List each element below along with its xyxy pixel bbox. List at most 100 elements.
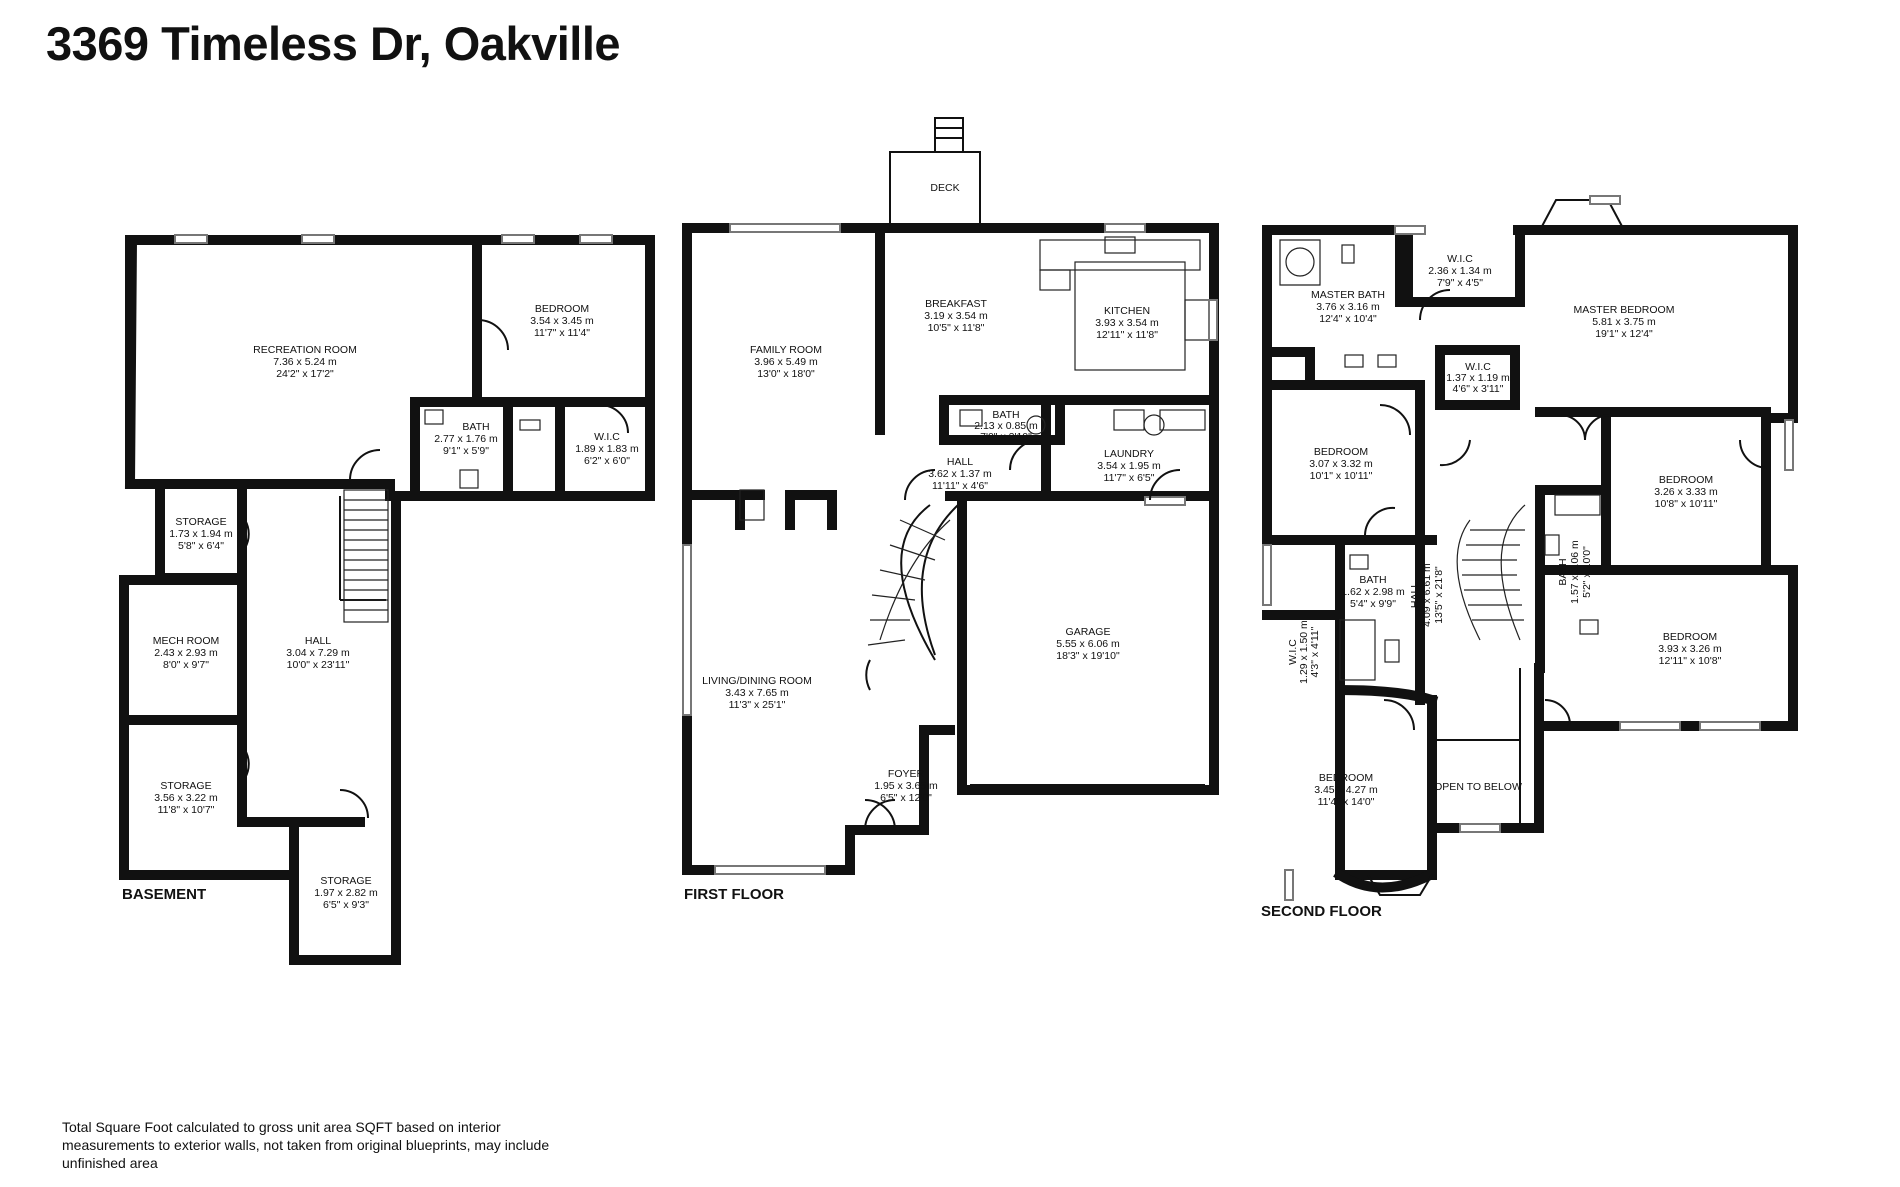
svg-text:12'11" x 11'8": 12'11" x 11'8" (1096, 329, 1158, 341)
svg-text:3.45 x 4.27 m: 3.45 x 4.27 m (1314, 784, 1378, 796)
room-size-m: 3.93 x 3.54 m (1095, 317, 1159, 329)
room-name: HALL (1409, 582, 1421, 608)
svg-text:3.19 x 3.54 m: 3.19 x 3.54 m (924, 310, 988, 322)
svg-text:STORAGE: STORAGE (175, 516, 226, 528)
room-name: BATH (462, 421, 489, 433)
svg-text:19'1" x 12'4": 19'1" x 12'4" (1595, 328, 1653, 340)
svg-text:7'9" x 4'5": 7'9" x 4'5" (1437, 277, 1483, 289)
room-size-m: 1.95 x 3.65 m (874, 780, 938, 792)
room-size-m: 2.77 x 1.76 m (434, 433, 498, 445)
svg-text:W.I.C: W.I.C (594, 431, 620, 443)
room-size-m: 3.07 x 3.32 m (1309, 458, 1373, 470)
room-size-m: 4.09 x 6.61 m (1421, 563, 1433, 627)
svg-text:2.43 x 2.93 m: 2.43 x 2.93 m (154, 647, 218, 659)
room-name: BATH (1557, 558, 1569, 585)
svg-text:9'1" x 5'9": 9'1" x 5'9" (443, 445, 489, 457)
svg-text:11'4" x 14'0": 11'4" x 14'0" (1318, 796, 1375, 808)
room-size-m: 3.62 x 1.37 m (928, 468, 992, 480)
room-name: W.I.C (594, 431, 620, 443)
svg-text:3.96 x 5.49 m: 3.96 x 5.49 m (754, 356, 818, 368)
room-size-ft: 18'3" x 19'10" (1056, 650, 1120, 662)
room-size-ft: 4'3" x 4'11" (1309, 626, 1321, 677)
room-name: BEDROOM (1663, 631, 1717, 643)
listing-title: 3369 Timeless Dr, Oakville (46, 17, 621, 70)
room-size-ft: 12'11" x 11'8" (1096, 329, 1158, 341)
svg-text:12'4" x 10'4": 12'4" x 10'4" (1319, 313, 1377, 325)
room-name: HALL (305, 635, 331, 647)
room-name: W.I.C (1287, 639, 1299, 665)
svg-text:2.77 x 1.76 m: 2.77 x 1.76 m (434, 433, 498, 445)
svg-text:MECH ROOM: MECH ROOM (153, 635, 220, 647)
room-size-ft: 5'8" x 6'4" (178, 540, 224, 552)
room-size-m: 3.04 x 7.29 m (286, 647, 350, 659)
svg-text:1.29 x 1.50 m: 1.29 x 1.50 m (1298, 620, 1310, 684)
svg-text:BREAKFAST: BREAKFAST (925, 298, 987, 310)
room-name: MECH ROOM (153, 635, 220, 647)
basement-plan: RECREATION ROOM 7.36 x 5.24 m 24'2" x 17… (119, 234, 655, 965)
svg-text:3.07 x 3.32 m: 3.07 x 3.32 m (1309, 458, 1373, 470)
svg-text:3.93 x 3.26 m: 3.93 x 3.26 m (1658, 643, 1722, 655)
svg-text:5'2" x 10'0": 5'2" x 10'0" (1581, 546, 1593, 598)
room-size-m: 3.96 x 5.49 m (754, 356, 818, 368)
room-size-ft: 10'8" x 10'11" (1655, 498, 1718, 510)
room-size-ft: 12'4" x 10'4" (1319, 313, 1377, 325)
svg-text:BATH: BATH (1359, 574, 1386, 586)
room-size-ft: 7'9" x 4'5" (1437, 277, 1483, 289)
svg-text:FIRST FLOOR: FIRST FLOOR (684, 886, 784, 903)
room-size-ft: 11'4" x 14'0" (1318, 796, 1375, 808)
room-size-ft: 13'5" x 21'8" (1433, 566, 1445, 624)
svg-text:5.81 x 3.75 m: 5.81 x 3.75 m (1592, 316, 1656, 328)
svg-text:HALL: HALL (305, 635, 331, 647)
room-size-ft: 7'0" x 2'10" (980, 431, 1032, 443)
room-name: DECK (930, 182, 959, 194)
svg-text:HALL: HALL (947, 456, 973, 468)
room-size-ft: 11'8" x 10'7" (158, 804, 215, 816)
room-size-ft: 10'5" x 11'8" (928, 322, 985, 334)
svg-text:2.36 x 1.34 m: 2.36 x 1.34 m (1428, 265, 1492, 277)
svg-text:6'5" x 12'0": 6'5" x 12'0" (880, 792, 932, 804)
svg-text:BEDROOM: BEDROOM (1663, 631, 1717, 643)
room-name: HALL (947, 456, 973, 468)
svg-text:MASTER BATH: MASTER BATH (1311, 289, 1385, 301)
room-size-ft: 6'5" x 12'0" (880, 792, 932, 804)
room-name: OPEN TO BELOW (1434, 781, 1522, 793)
room-size-ft: 9'1" x 5'9" (443, 445, 489, 457)
room-name: STORAGE (320, 875, 371, 887)
room-size-ft: 6'2" x 6'0" (584, 455, 630, 467)
room-name: LIVING/DINING ROOM (702, 675, 812, 687)
svg-text:3.56 x 3.22 m: 3.56 x 3.22 m (154, 792, 218, 804)
room-name: STORAGE (175, 516, 226, 528)
room-name: BEDROOM (1659, 474, 1713, 486)
svg-text:4'3" x 4'11": 4'3" x 4'11" (1309, 626, 1321, 677)
room-size-m: 2.43 x 2.93 m (154, 647, 218, 659)
svg-text:11'11" x 4'6": 11'11" x 4'6" (932, 480, 988, 492)
svg-text:8'0" x 9'7": 8'0" x 9'7" (163, 659, 209, 671)
svg-text:BEDROOM: BEDROOM (1319, 772, 1373, 784)
room-name: FOYER (888, 768, 925, 780)
svg-text:OPEN TO BELOW: OPEN TO BELOW (1434, 781, 1522, 793)
room-size-m: 1.97 x 2.82 m (314, 887, 378, 899)
svg-text:1.37 x 1.19 m: 1.37 x 1.19 m (1446, 372, 1510, 384)
svg-text:BATH: BATH (1557, 558, 1569, 585)
room-name: BATH (992, 409, 1019, 421)
svg-text:3.93 x 3.54 m: 3.93 x 3.54 m (1095, 317, 1159, 329)
room-name: GARAGE (1066, 626, 1111, 638)
svg-text:DECK: DECK (930, 182, 959, 194)
svg-text:7'0" x 2'10": 7'0" x 2'10" (980, 431, 1032, 443)
room-size-ft: 5'2" x 10'0" (1581, 546, 1593, 598)
svg-text:W.I.C: W.I.C (1287, 639, 1299, 665)
room-size-ft: 11'7" x 11'4" (534, 327, 590, 339)
svg-text:GARAGE: GARAGE (1066, 626, 1111, 638)
room-size-ft: 19'1" x 12'4" (1595, 328, 1653, 340)
room-name: STORAGE (160, 780, 211, 792)
svg-text:BASEMENT: BASEMENT (122, 886, 206, 903)
svg-text:LIVING/DINING ROOM: LIVING/DINING ROOM (702, 675, 812, 687)
svg-text:KITCHEN: KITCHEN (1104, 305, 1150, 317)
svg-text:3.43 x 7.65 m: 3.43 x 7.65 m (725, 687, 789, 699)
svg-text:W.I.C: W.I.C (1447, 253, 1473, 265)
room-size-ft: 10'0" x 23'11" (287, 659, 350, 671)
svg-text:10'8" x 10'11": 10'8" x 10'11" (1655, 498, 1718, 510)
svg-text:3.04 x 7.29 m: 3.04 x 7.29 m (286, 647, 350, 659)
svg-text:10'5" x 11'8": 10'5" x 11'8" (928, 322, 985, 334)
svg-text:BATH: BATH (462, 421, 489, 433)
